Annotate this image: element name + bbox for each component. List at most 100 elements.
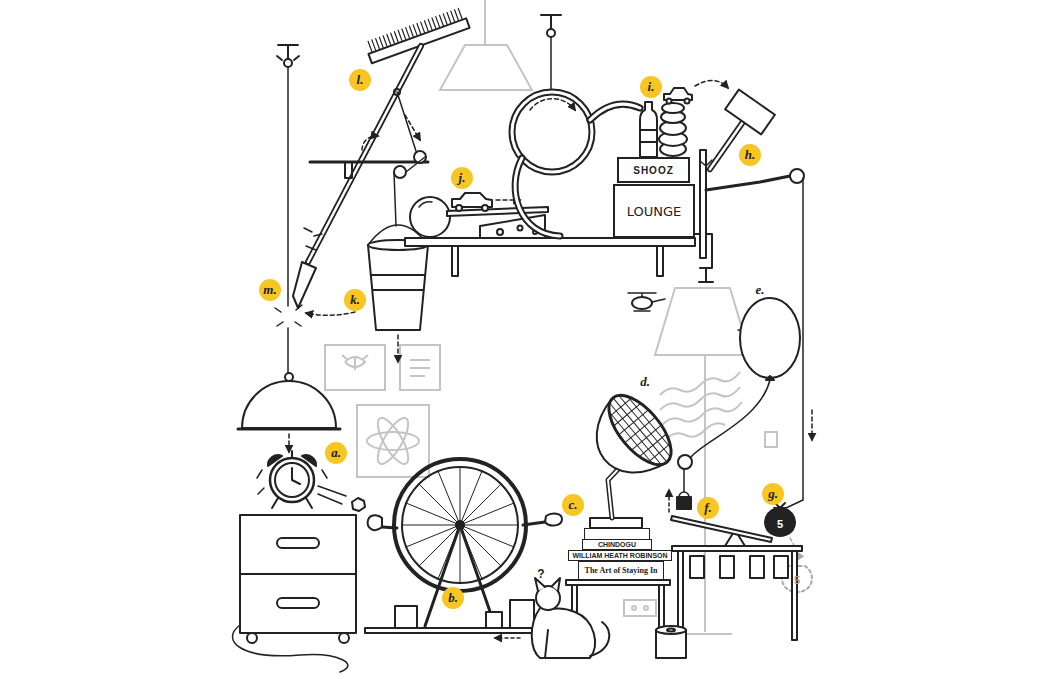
machine-parts <box>640 102 657 157</box>
callout-letter: a. <box>325 442 347 464</box>
room-background <box>624 600 656 616</box>
machine-parts <box>419 202 432 207</box>
callout-letter: m. <box>259 279 281 301</box>
machine-parts <box>566 580 670 585</box>
callout-letter: e. <box>755 282 764 298</box>
machine-parts <box>410 197 450 237</box>
machine-parts <box>318 486 346 504</box>
machine-parts <box>598 385 683 475</box>
machine-parts <box>662 103 684 113</box>
room-background <box>342 355 368 370</box>
machine-parts <box>306 312 355 315</box>
machine-parts <box>284 59 292 67</box>
machine-parts <box>278 45 298 58</box>
weight-number: 5 <box>794 574 800 586</box>
room-background <box>632 606 636 610</box>
callout-letter: i. <box>648 79 655 95</box>
machine-parts <box>765 510 795 536</box>
room-background <box>660 387 740 410</box>
machine-parts <box>598 385 683 475</box>
callout-letter: l. <box>349 69 371 91</box>
machine-parts <box>518 226 523 231</box>
machine-parts <box>530 99 575 110</box>
callout-letter: k. <box>344 289 366 311</box>
machine-parts <box>685 99 690 104</box>
machine-parts <box>257 470 327 494</box>
book: The Art of Staying In <box>578 561 664 580</box>
machine-parts <box>456 205 462 211</box>
room-background <box>357 405 429 477</box>
book: CHINDOGU <box>582 539 652 550</box>
machine-parts <box>515 158 560 236</box>
machine-parts <box>394 166 406 178</box>
book: WILLIAM HEATH ROBINSON <box>568 550 672 561</box>
machine-parts <box>345 162 352 178</box>
machine-parts <box>656 626 686 634</box>
weight-number: 5 <box>777 518 783 530</box>
room-background <box>660 372 740 395</box>
machine-parts <box>394 459 526 591</box>
room-background <box>372 414 414 468</box>
machine-parts <box>288 434 290 452</box>
machine-parts <box>287 67 289 306</box>
callout-letter: h. <box>745 147 755 163</box>
machine-parts <box>683 469 685 492</box>
callout-letter: c. <box>568 497 577 513</box>
callout-letter: i. <box>640 76 662 98</box>
room-background <box>644 606 648 610</box>
node-text: CHINDOGU <box>598 541 636 548</box>
machine-parts <box>578 385 683 492</box>
machine-parts <box>382 527 397 528</box>
machine-parts <box>293 262 316 308</box>
shoe-box: SHOOZ <box>617 157 690 183</box>
callout-letter: a. <box>331 445 341 461</box>
machine-parts <box>811 410 813 440</box>
callout-letter: d. <box>639 373 651 391</box>
machine-parts <box>671 516 772 542</box>
room-background <box>372 414 414 468</box>
machine-parts <box>402 467 518 583</box>
machine-parts <box>710 122 743 170</box>
machine-parts <box>402 467 518 583</box>
machine-parts <box>667 629 675 632</box>
book <box>584 528 650 540</box>
machine-parts <box>628 293 665 311</box>
machine-parts <box>590 104 640 120</box>
callout-letter: j. <box>459 170 466 186</box>
machine-parts <box>240 515 356 633</box>
callout-letter: k. <box>350 292 360 308</box>
machine-parts <box>706 176 790 190</box>
machine-parts <box>523 522 545 525</box>
machine-parts <box>792 551 797 640</box>
machine-parts <box>405 115 420 140</box>
node-text: LOUNGE <box>627 204 682 219</box>
machine-parts <box>486 612 502 628</box>
room-background <box>410 359 430 361</box>
machine-parts <box>678 455 692 469</box>
callout-letter: j. <box>451 167 473 189</box>
machine-parts <box>677 497 691 509</box>
machine-parts <box>395 606 417 628</box>
machine-parts <box>590 518 642 528</box>
machine-parts <box>238 428 340 431</box>
machine-parts <box>590 622 609 656</box>
node-text: The Art of Staying In <box>585 566 658 575</box>
room-background <box>662 402 742 425</box>
machine-parts <box>397 92 416 151</box>
machine-parts <box>692 90 775 182</box>
machine-parts <box>691 380 770 457</box>
machine-parts <box>277 56 299 60</box>
room-background <box>325 345 385 390</box>
machine-parts <box>368 515 382 530</box>
machine-parts <box>695 80 728 88</box>
question-mark: ? <box>537 567 544 581</box>
weight-number: 5 <box>793 573 802 587</box>
room-background <box>680 633 732 635</box>
machine-parts <box>308 46 421 262</box>
room-background <box>484 0 486 45</box>
machine-parts <box>482 205 488 211</box>
machine-parts <box>247 633 257 643</box>
machine-parts <box>550 37 552 92</box>
machine-parts <box>285 373 293 381</box>
